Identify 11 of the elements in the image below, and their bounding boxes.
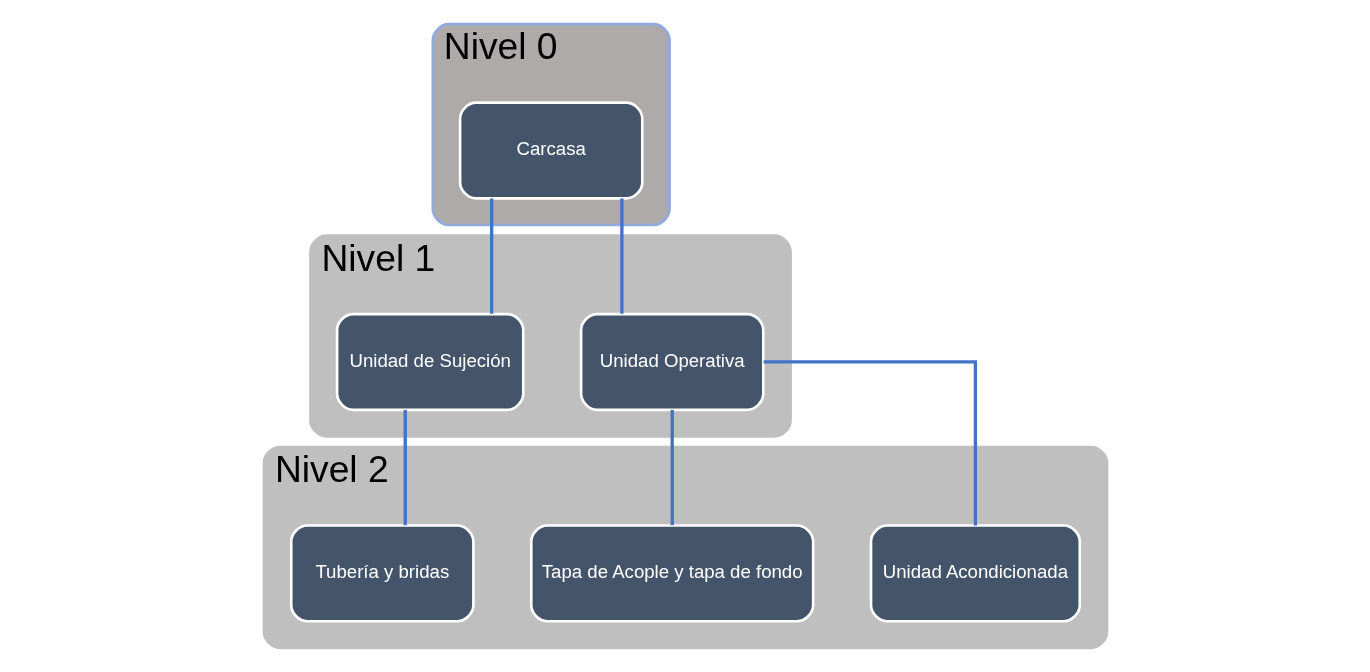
node-box: Unidad Acondicionada bbox=[869, 524, 1081, 623]
connector bbox=[403, 409, 407, 526]
connector bbox=[489, 198, 493, 314]
node-box: Unidad de Sujeción bbox=[335, 312, 525, 412]
node-box: Tapa de Acople y tapa de fondo bbox=[529, 524, 814, 623]
node-box: Carcasa bbox=[458, 101, 644, 200]
connector bbox=[619, 198, 624, 314]
node-box: Tubería y bridas bbox=[289, 524, 475, 623]
connector bbox=[670, 409, 674, 526]
node-box: Unidad Operativa bbox=[579, 312, 765, 412]
connector bbox=[763, 360, 977, 526]
